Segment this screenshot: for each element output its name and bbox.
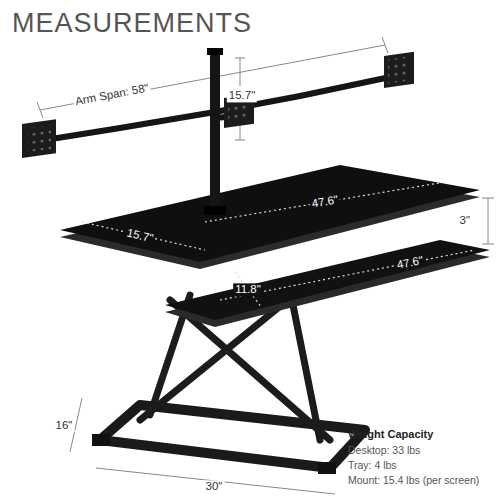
- desktop: [60, 165, 480, 269]
- weight-line: Desktop: 33 lbs: [346, 444, 422, 456]
- page-title: MEASUREMENTS: [12, 8, 252, 39]
- arm-span-label: Arm Span: 58": [72, 81, 151, 109]
- weight-line: Mount: 15.4 lbs (per screen): [346, 474, 481, 486]
- monitor-arms: [45, 76, 395, 140]
- mount-pole: [204, 48, 226, 215]
- weight-heading: Weight Capacity: [346, 428, 435, 441]
- dimension-label: 30": [204, 480, 225, 493]
- dimension-label: 16": [54, 419, 75, 432]
- base-frame: [92, 405, 365, 474]
- vesa-plates: [22, 52, 414, 158]
- gap-dimension: [482, 198, 494, 244]
- dimension-label: 3": [458, 214, 472, 227]
- dimension-label: 15.7": [227, 89, 257, 102]
- base-dimensions: [70, 398, 335, 494]
- dimension-label: 11.8": [233, 283, 263, 296]
- weight-line: Tray: 4 lbs: [346, 459, 399, 471]
